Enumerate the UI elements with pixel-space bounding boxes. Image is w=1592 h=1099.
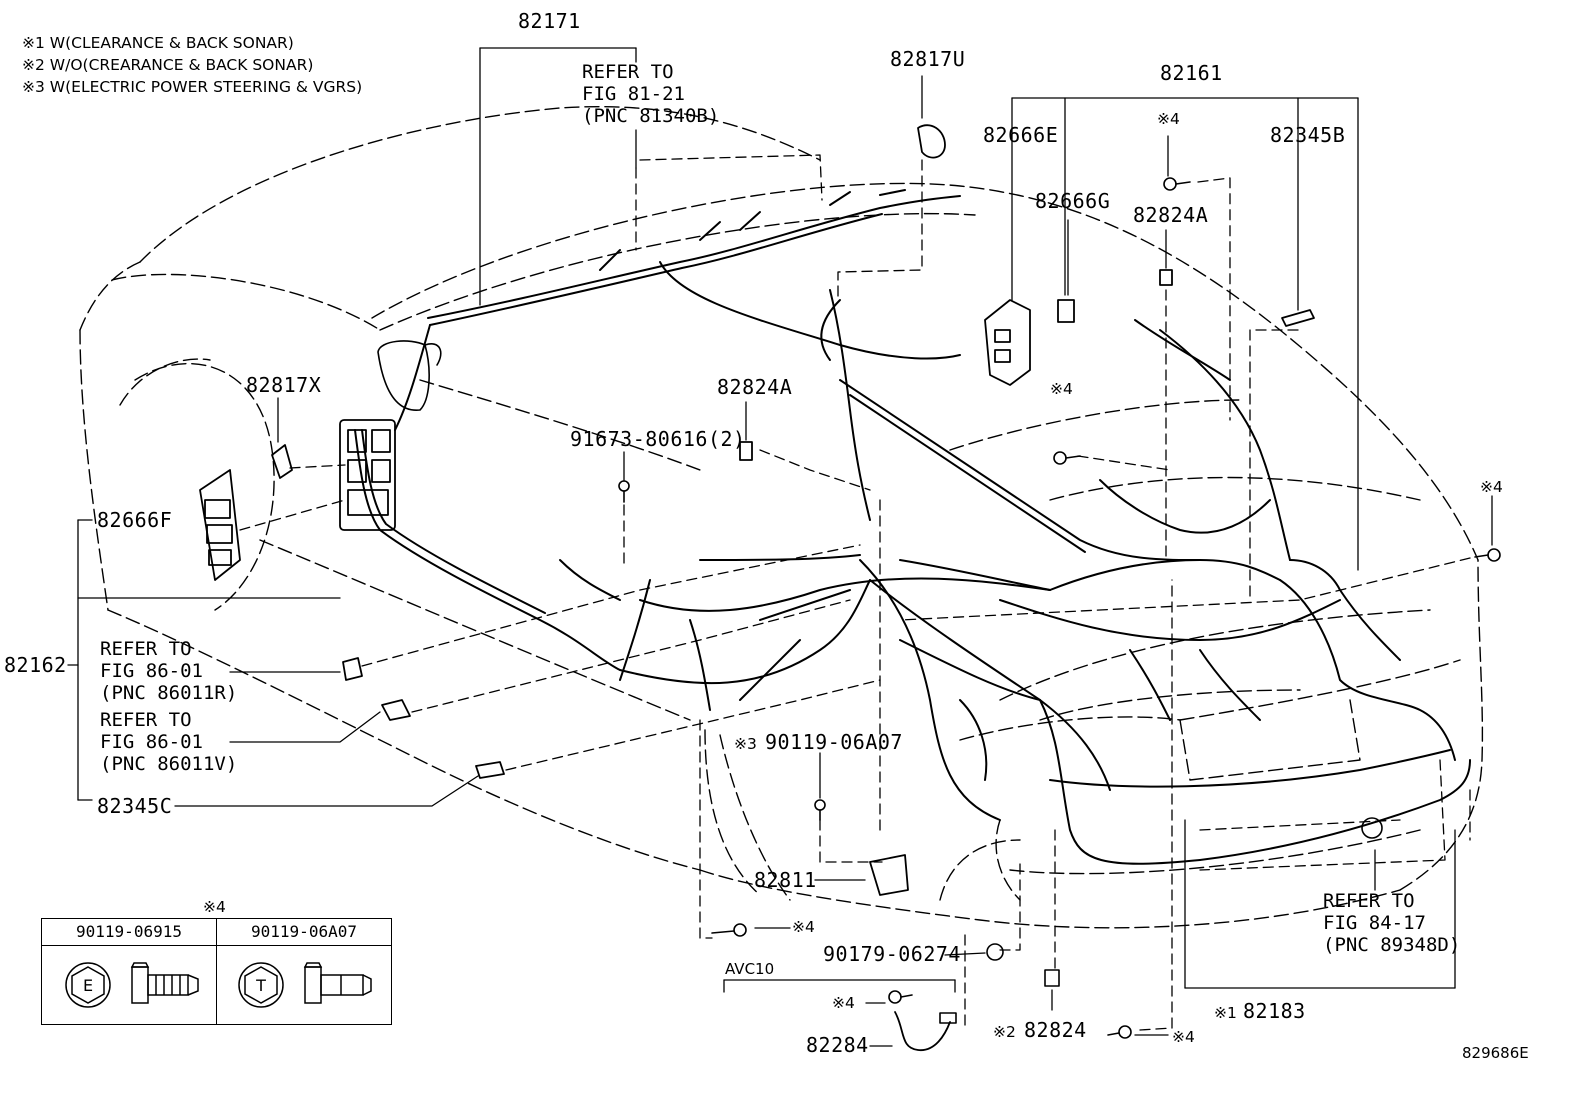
mark-4-top: ※4 [1157,110,1180,128]
mark-1: ※1 [1214,1004,1237,1022]
dashed-leaders [239,154,1471,1031]
part-82284[interactable]: 82284 [806,1033,869,1057]
bracket-82666F [199,469,241,581]
figure-code: 829686E [1462,1044,1529,1062]
part-82817X[interactable]: 82817X [246,373,322,397]
refer-86011R-line1: REFER TO [100,638,192,660]
mark-4-bottom: ※4 [1172,1028,1195,1046]
part-82824A-top[interactable]: 82824A [1133,203,1209,227]
part-82345C[interactable]: 82345C [97,794,173,818]
refer-86011V-line1: REFER TO [100,709,192,731]
note-1: ※1 W(CLEARANCE & BACK SONAR) [22,34,294,52]
mirror [377,340,430,411]
main-harness [354,189,1471,865]
bracket-82811 [869,854,909,896]
mark-4-center: ※4 [1050,380,1073,398]
mark-2: ※2 [993,1023,1016,1041]
part-82666E[interactable]: 82666E [983,123,1059,147]
refer-86011V-line3: (PNC 86011V) [100,753,238,775]
clip-82345C [475,761,505,779]
leader-lines [67,47,1493,1047]
connector-82824A-mid [739,441,753,461]
refer-89348D-line3: (PNC 89348D) [1323,934,1461,956]
mark-3: ※3 [734,735,757,753]
part-82666F[interactable]: 82666F [97,508,173,532]
refer-81340B-line3: (PNC 81340B) [582,105,720,127]
clamp-82817X [271,444,293,479]
bolts [618,177,1501,1039]
refer-89348D-line2: FIG 84-17 [1323,912,1426,934]
refer-86011R-line2: FIG 86-01 [100,660,203,682]
part-91673-80616[interactable]: 91673-80616(2) [570,427,746,451]
part-90179-06274[interactable]: 90179-06274 [823,942,961,966]
car-body-outline [79,105,1484,929]
note-2: ※2 W/O(CREARANCE & BACK SONAR) [22,56,314,74]
refer-86011V-line2: FIG 86-01 [100,731,203,753]
clamp-82817U [917,124,946,159]
bracket-82666E [984,299,1031,386]
part-82171[interactable]: 82171 [518,9,581,33]
wire-82284 [894,1011,951,1051]
clip-82345B [1281,309,1315,327]
part-82183[interactable]: 82183 [1243,999,1306,1023]
bolt-legend: 90119-06915 E 90119-06A07 [41,918,392,1025]
legend-col-2: 90119-06A07 T [217,919,391,1024]
relay-block [339,419,396,531]
avc-label: AVC10 [725,960,775,978]
connector-82824A-top [1159,269,1173,286]
part-82824A-mid[interactable]: 82824A [717,375,793,399]
bolt-t-letter: T [255,976,266,995]
legend-col-2-header: 90119-06A07 [217,919,391,946]
mark-4-bolt-left: ※4 [792,918,815,936]
refer-81340B-line1: REFER TO [582,61,674,83]
legend-col-1-header: 90119-06915 [42,919,216,946]
bolt-e-icon: E [65,962,199,1008]
mark-4-avc: ※4 [832,994,855,1012]
part-82824[interactable]: 82824 [1024,1018,1087,1042]
connector-82666G [1057,299,1075,323]
refer-86011R-line3: (PNC 86011R) [100,682,238,704]
refer-81340B-line2: FIG 81-21 [582,83,685,105]
part-82811[interactable]: 82811 [754,868,817,892]
note-3: ※3 W(ELECTRIC POWER STEERING & VGRS) [22,78,363,96]
bolt-t-icon: T [238,962,372,1008]
mark-4-legend: ※4 [203,898,226,916]
legend-divider [216,919,217,1024]
part-82817U[interactable]: 82817U [890,47,966,71]
part-86011V [381,699,411,721]
mark-4-right: ※4 [1480,478,1503,496]
part-82162[interactable]: 82162 [4,653,67,677]
part-86011R [342,657,363,681]
part-90119-06A07[interactable]: 90119-06A07 [765,730,903,754]
refer-89348D-line1: REFER TO [1323,890,1415,912]
part-82345B[interactable]: 82345B [1270,123,1346,147]
legend-col-1: 90119-06915 E [42,919,216,1024]
part-82161[interactable]: 82161 [1160,61,1223,85]
bolt-e-letter: E [83,976,93,995]
part-82666G[interactable]: 82666G [1035,189,1111,213]
